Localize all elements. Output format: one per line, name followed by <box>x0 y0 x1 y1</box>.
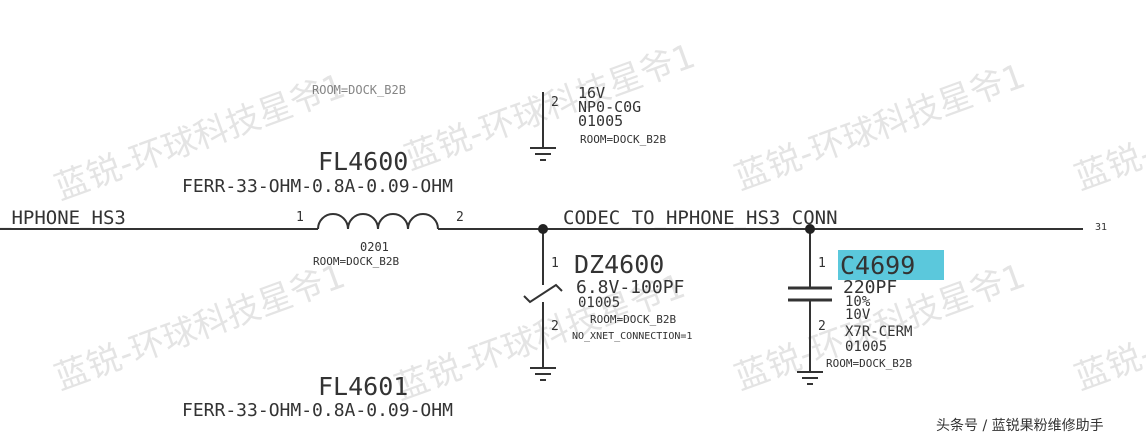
c4699-ref: C4699 <box>840 251 915 280</box>
watermark: 蓝锐-环球科技星爷1 <box>729 56 1030 198</box>
dz4600-pin1: 1 <box>551 256 559 271</box>
dz4600-pin2: 2 <box>551 319 559 334</box>
top-cap-voltage: 16V <box>578 84 605 102</box>
c4699-value: 220PF <box>843 277 897 298</box>
c4699-pin1: 1 <box>818 256 826 271</box>
net-label-right: CODEC_TO_HPHONE_HS3_CONN <box>563 207 838 229</box>
net-offpage-ref: 31 <box>1095 222 1107 233</box>
dz4600-note: NO_XNET_CONNECTION=1 <box>572 331 692 342</box>
net-label-left: _HPHONE_HS3 <box>0 207 126 229</box>
dz4600-labels: 1 DZ4600 6.8V-100PF 01005 ROOM=DOCK_B2B … <box>551 250 692 342</box>
fl4601-value: FERR-33-OHM-0.8A-0.09-OHM <box>182 400 453 421</box>
fl4600-labels: FL4600 FERR-33-OHM-0.8A-0.09-OHM 1 2 020… <box>182 147 464 268</box>
ground-icon <box>530 367 556 381</box>
top-cap-package: 01005 <box>578 112 623 130</box>
capacitor-c4699 <box>788 286 832 302</box>
junction-dot <box>805 224 815 234</box>
watermark: 蓝锐-环球科技星爷1 <box>49 256 350 398</box>
c4699-tolerance: 10% <box>845 294 871 310</box>
footer-credit: 头条号 / 蓝锐果粉维修助手 <box>936 417 1104 434</box>
c4699-voltage: 10V <box>845 307 871 323</box>
fl4600-package: 0201 <box>360 240 389 254</box>
dz4600-ref: DZ4600 <box>574 250 664 279</box>
top-cap-room: ROOM=DOCK_B2B <box>580 133 666 146</box>
watermark: 蓝锐-环球科技星爷1 <box>1069 256 1146 398</box>
c4699-room: ROOM=DOCK_B2B <box>826 357 912 370</box>
highlight-box <box>838 250 944 280</box>
top-cap-labels: ROOM=DOCK_B2B 2 16V NP0-C0G 01005 ROOM=D… <box>312 83 666 146</box>
top-cap-cut-text: ROOM=DOCK_B2B <box>312 83 406 97</box>
dz4600-room: ROOM=DOCK_B2B <box>590 313 676 326</box>
fl4600-value: FERR-33-OHM-0.8A-0.09-OHM <box>182 176 453 197</box>
inductor-fl4600 <box>317 213 439 230</box>
dz4600-package: 01005 <box>578 295 620 311</box>
fl4600-pin1: 1 <box>296 210 304 225</box>
zener-dz4600 <box>523 283 563 304</box>
fl4600-pin2: 2 <box>456 210 464 225</box>
c4699-dielectric: X7R-CERM <box>845 324 912 340</box>
c4699-pin2: 2 <box>818 319 826 334</box>
ground-icon <box>530 147 556 161</box>
c4699-labels: 1 C4699 220PF 10% 10V 2 X7R-CERM 01005 R… <box>818 250 944 370</box>
watermark: 蓝锐-环球科技星爷1 <box>399 36 700 178</box>
top-cap-pin2: 2 <box>551 95 559 110</box>
fl4600-ref: FL4600 <box>318 147 408 176</box>
junction-dot <box>538 224 548 234</box>
top-cap-dielectric: NP0-C0G <box>578 98 641 116</box>
ground-icon <box>797 371 823 385</box>
c4699-package: 01005 <box>845 339 887 355</box>
watermark: 蓝锐-环球科技星爷1 <box>1069 56 1146 198</box>
fl4601-labels: FL4601 FERR-33-OHM-0.8A-0.09-OHM <box>182 372 453 421</box>
dz4600-value: 6.8V-100PF <box>576 277 684 298</box>
fl4600-room: ROOM=DOCK_B2B <box>313 255 399 268</box>
fl4601-ref: FL4601 <box>318 372 408 401</box>
